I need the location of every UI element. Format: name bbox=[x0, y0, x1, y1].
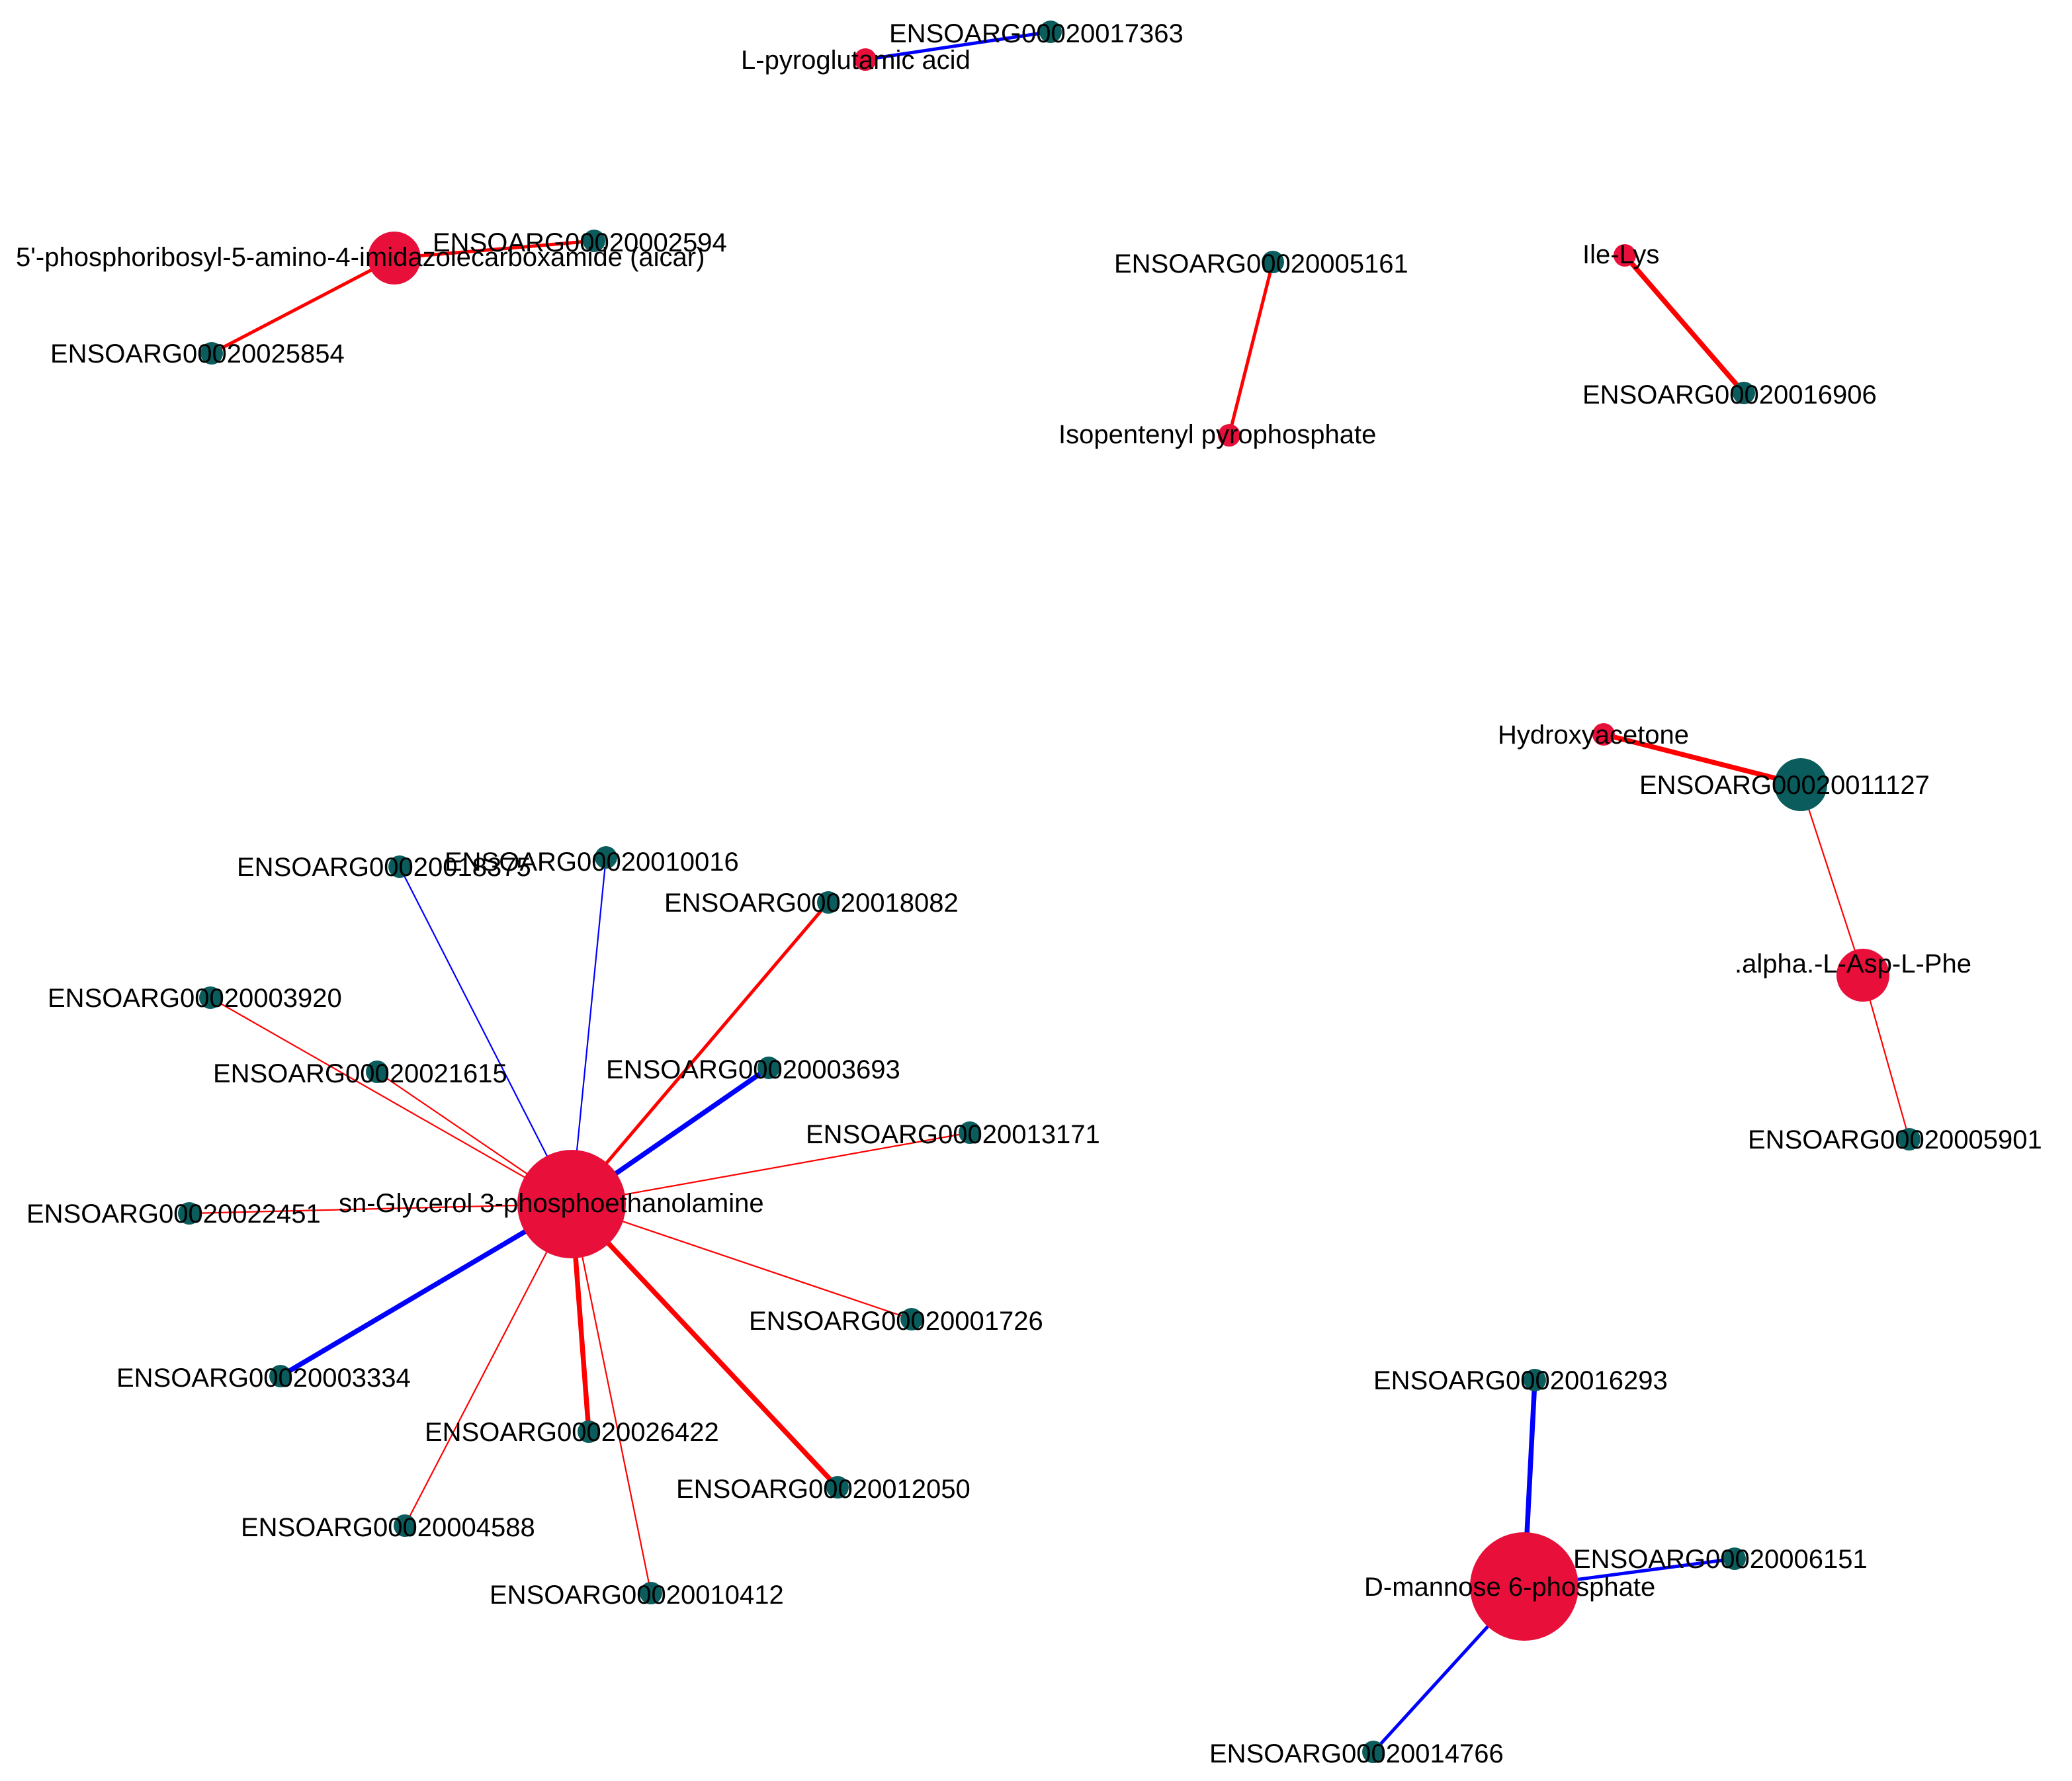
node-label-g10412: ENSOARG00020010412 bbox=[490, 1581, 784, 1610]
node-g03920[interactable] bbox=[199, 986, 222, 1009]
edge-m_hydroxy-g11127 bbox=[1601, 732, 1803, 787]
edge-m_sng3pe-g13171 bbox=[570, 1131, 971, 1205]
edge-m_sng3pe-g03334 bbox=[278, 1201, 574, 1379]
edge-m_sng3pe-g22451 bbox=[188, 1203, 573, 1215]
edge-m_aicar-g02594 bbox=[392, 239, 596, 260]
node-label-g12050: ENSOARG00020012050 bbox=[676, 1475, 971, 1504]
edge-g11127-m_asp bbox=[1799, 783, 1864, 977]
node-label-g10016: ENSOARG00020010016 bbox=[445, 847, 739, 877]
node-g17363[interactable] bbox=[1039, 21, 1062, 43]
node-g16906[interactable] bbox=[1733, 382, 1755, 404]
node-g02594[interactable] bbox=[583, 230, 605, 252]
edge-m_sng3pe-g10016 bbox=[570, 856, 607, 1205]
edge-layer bbox=[188, 30, 1911, 1754]
edge-m_aicar-g25854 bbox=[210, 256, 396, 355]
node-label-m_ipp: Isopentenyl pyrophosphate bbox=[1058, 420, 1376, 449]
edge-m_sng3pe-g01726 bbox=[570, 1203, 913, 1321]
node-g13171[interactable] bbox=[959, 1121, 981, 1144]
node-g06151[interactable] bbox=[1723, 1547, 1746, 1570]
node-g10016[interactable] bbox=[595, 846, 617, 869]
node-g22451[interactable] bbox=[178, 1202, 200, 1225]
edge-m_sng3pe-g12050 bbox=[569, 1201, 840, 1490]
node-label-g17363: ENSOARG00020017363 bbox=[889, 19, 1184, 48]
node-m_asp[interactable] bbox=[1836, 949, 1889, 1002]
node-g05161[interactable] bbox=[1262, 251, 1284, 273]
node-label-g21615: ENSOARG00020021615 bbox=[213, 1059, 507, 1088]
node-label-m_man6p: D-mannose 6-phosphate bbox=[1364, 1573, 1655, 1602]
node-layer bbox=[178, 21, 1921, 1763]
node-label-g05901: ENSOARG00020005901 bbox=[1748, 1125, 2042, 1154]
node-g04588[interactable] bbox=[394, 1514, 416, 1537]
node-label-g25854: ENSOARG00020025854 bbox=[50, 339, 345, 369]
node-label-g18375: ENSOARG00020018375 bbox=[237, 853, 531, 882]
node-label-g02594: ENSOARG00020002594 bbox=[433, 228, 727, 257]
node-label-g14766: ENSOARG00020014766 bbox=[1209, 1739, 1504, 1768]
node-g05901[interactable] bbox=[1898, 1128, 1921, 1151]
node-label-g01726: ENSOARG00020001726 bbox=[749, 1307, 1043, 1336]
node-m_hydroxy[interactable] bbox=[1592, 723, 1615, 746]
node-label-g18082: ENSOARG00020018082 bbox=[664, 889, 959, 918]
edge-m_sng3pe-g18082 bbox=[570, 900, 830, 1206]
node-g10412[interactable] bbox=[640, 1582, 662, 1604]
edge-m_sng3pe-g03920 bbox=[209, 996, 573, 1205]
node-g03693[interactable] bbox=[757, 1057, 780, 1079]
edge-m_sng3pe-g18375 bbox=[398, 865, 573, 1205]
node-m_aicar[interactable] bbox=[368, 232, 421, 284]
edge-g05161-m_ipp bbox=[1227, 260, 1275, 437]
node-label-g06151: ENSOARG00020006151 bbox=[1573, 1545, 1868, 1574]
node-label-m_aicar: 5'-phosphoribosyl-5-amino-4-imidazolecar… bbox=[16, 243, 705, 272]
node-g18375[interactable] bbox=[388, 855, 411, 878]
edge-m_pyro-g17363 bbox=[863, 30, 1053, 62]
node-label-m_pyro: L-pyroglutamic acid bbox=[741, 46, 971, 75]
node-label-g13171: ENSOARG00020013171 bbox=[806, 1120, 1100, 1149]
node-label-g16906: ENSOARG00020016906 bbox=[1582, 380, 1877, 410]
node-label-m_asp: .alpha.-L-Asp-L-Phe bbox=[1735, 949, 1971, 978]
node-g03334[interactable] bbox=[269, 1365, 292, 1387]
node-label-g03334: ENSOARG00020003334 bbox=[116, 1364, 411, 1393]
node-label-m_sng3pe: sn-Glycerol 3-phosphoethanolamine bbox=[339, 1189, 764, 1218]
node-label-m_hydroxy: Hydroxyacetone bbox=[1498, 720, 1689, 750]
node-label-g11127: ENSOARG00020011127 bbox=[1639, 771, 1930, 800]
edge-m_sng3pe-g10412 bbox=[570, 1203, 652, 1594]
node-g01726[interactable] bbox=[900, 1308, 923, 1330]
node-label-g26422: ENSOARG00020026422 bbox=[425, 1418, 719, 1447]
node-label-m_ilelys: Ile-Lys bbox=[1582, 240, 1659, 269]
node-g12050[interactable] bbox=[826, 1476, 849, 1499]
node-m_ipp[interactable] bbox=[1218, 424, 1240, 447]
node-g14766[interactable] bbox=[1362, 1741, 1385, 1763]
node-g16293[interactable] bbox=[1524, 1369, 1546, 1391]
node-m_man6p[interactable] bbox=[1470, 1532, 1578, 1641]
node-label-g03693: ENSOARG00020003693 bbox=[606, 1055, 900, 1084]
edge-m_asp-g05901 bbox=[1862, 974, 1911, 1141]
node-m_ilelys[interactable] bbox=[1614, 244, 1636, 267]
node-label-g16293: ENSOARG00020016293 bbox=[1373, 1366, 1668, 1395]
node-m_pyro[interactable] bbox=[854, 48, 877, 71]
node-label-g05161: ENSOARG00020005161 bbox=[1114, 249, 1408, 279]
edge-m_ilelys-g16906 bbox=[1622, 253, 1747, 396]
edge-m_sng3pe-g04588 bbox=[404, 1203, 573, 1527]
node-g18082[interactable] bbox=[817, 891, 840, 914]
node-g21615[interactable] bbox=[366, 1061, 388, 1083]
node-label-g03920: ENSOARG00020003920 bbox=[48, 984, 342, 1013]
node-g11127[interactable] bbox=[1774, 758, 1827, 811]
node-g25854[interactable] bbox=[200, 342, 223, 365]
node-g26422[interactable] bbox=[578, 1420, 600, 1443]
node-m_sng3pe[interactable] bbox=[517, 1150, 626, 1258]
node-label-g22451: ENSOARG00020022451 bbox=[26, 1199, 321, 1229]
node-label-g04588: ENSOARG00020004588 bbox=[241, 1513, 535, 1542]
